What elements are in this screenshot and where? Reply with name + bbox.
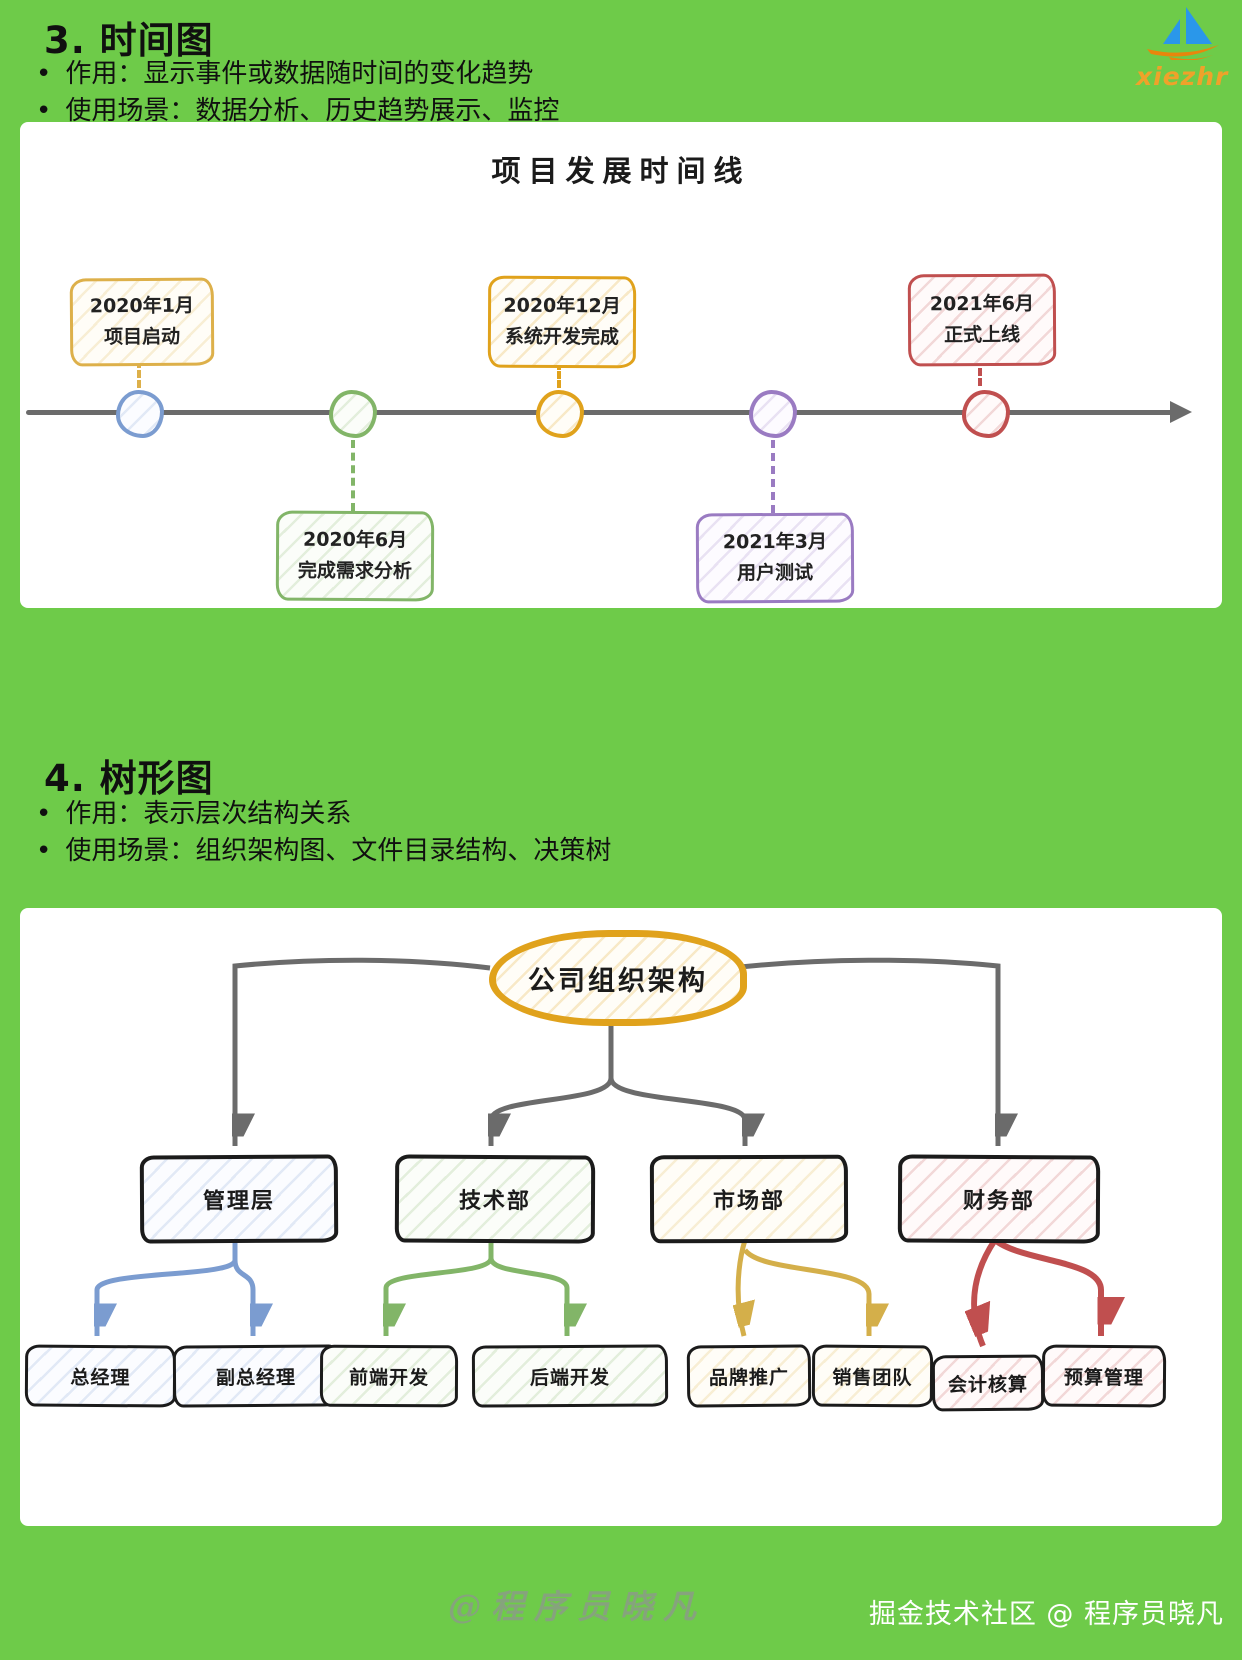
sailboat-icon xyxy=(1147,7,1219,62)
milestone-label: 系统开发完成 xyxy=(504,325,619,349)
bullet-usecases: 使用场景：组织架构图、文件目录结构、决策树 xyxy=(36,833,611,870)
milestone-label: 正式上线 xyxy=(944,323,1021,347)
milestone-date: 2021年6月 xyxy=(929,292,1035,315)
connector-dashed-1 xyxy=(137,360,141,388)
section-4-heading: 4. 树形图 xyxy=(44,757,214,800)
brand-name: xiezhr xyxy=(1136,62,1229,91)
milestone-date: 2020年12月 xyxy=(503,294,621,317)
milestone-date: 2020年1月 xyxy=(89,294,195,318)
timeline-axis xyxy=(26,410,1174,415)
milestone-label: 用户测试 xyxy=(737,561,814,585)
milestone-date: 2021年3月 xyxy=(722,530,828,553)
brand-logo: xiezhr xyxy=(1136,6,1228,91)
timeline-card: 项目发展时间线 2020年1月 项目启动 2020年12月 系统开发完成 202… xyxy=(20,122,1222,608)
timeline-title: 项目发展时间线 xyxy=(491,154,751,188)
connector-dashed-4 xyxy=(771,440,775,513)
leaf-node-backend: 后端开发 xyxy=(471,1344,669,1408)
leaf-node-deputy-ceo: 副总经理 xyxy=(172,1344,340,1408)
timeline-dot-5 xyxy=(962,390,1010,438)
author-watermark: @程序员晓凡 xyxy=(448,1587,706,1626)
timeline-axis-arrow-icon xyxy=(1170,401,1192,423)
timeline-dot-1 xyxy=(116,390,164,438)
section-3-bullets: 作用：显示事件或数据随时间的变化趋势 使用场景：数据分析、历史趋势展示、监控 xyxy=(36,56,559,130)
milestone-box-3: 2020年12月 系统开发完成 xyxy=(487,275,637,369)
connector-dashed-3 xyxy=(557,362,561,388)
milestone-label: 项目启动 xyxy=(104,325,181,349)
milestone-date: 2020年6月 xyxy=(302,528,408,551)
bullet-purpose: 作用：表示层次结构关系 xyxy=(36,796,611,833)
bullet-usecases: 使用场景：数据分析、历史趋势展示、监控 xyxy=(36,93,559,130)
milestone-box-2: 2020年6月 完成需求分析 xyxy=(275,510,435,602)
milestone-box-5: 2021年6月 正式上线 xyxy=(907,273,1057,367)
community-credit: 掘金技术社区 @ 程序员晓凡 xyxy=(868,1599,1224,1630)
dept-node-finance: 财务部 xyxy=(897,1154,1101,1244)
section-4-bullets: 作用：表示层次结构关系 使用场景：组织架构图、文件目录结构、决策树 xyxy=(36,796,611,870)
leaf-node-accounting: 会计核算 xyxy=(931,1354,1045,1412)
milestone-box-1: 2020年1月 项目启动 xyxy=(69,277,215,367)
dept-node-marketing: 市场部 xyxy=(649,1154,849,1244)
leaf-node-branding: 品牌推广 xyxy=(686,1344,812,1408)
connector-dashed-5 xyxy=(978,358,982,386)
leaf-node-sales: 销售团队 xyxy=(811,1344,934,1408)
milestone-box-4: 2021年3月 用户测试 xyxy=(695,512,855,604)
section-3-heading: 3. 时间图 xyxy=(44,19,214,62)
timeline-dot-3 xyxy=(536,390,584,438)
dept-node-tech: 技术部 xyxy=(394,1154,596,1244)
leaf-node-frontend: 前端开发 xyxy=(319,1344,459,1408)
timeline-dot-4 xyxy=(749,390,797,438)
leaf-node-ceo: 总经理 xyxy=(24,1344,177,1408)
leaf-node-budget: 预算管理 xyxy=(1041,1344,1167,1408)
dept-node-management: 管理层 xyxy=(139,1154,339,1244)
bullet-purpose: 作用：显示事件或数据随时间的变化趋势 xyxy=(36,56,559,93)
timeline-dot-2 xyxy=(329,390,377,438)
tree-card: 公司组织架构 管理层 技术部 市场部 财务部 总经理 副总经理 前端开发 后端开… xyxy=(20,908,1222,1526)
connector-dashed-2 xyxy=(351,440,355,511)
milestone-label: 完成需求分析 xyxy=(297,559,412,583)
tree-root-node: 公司组织架构 xyxy=(489,930,747,1026)
